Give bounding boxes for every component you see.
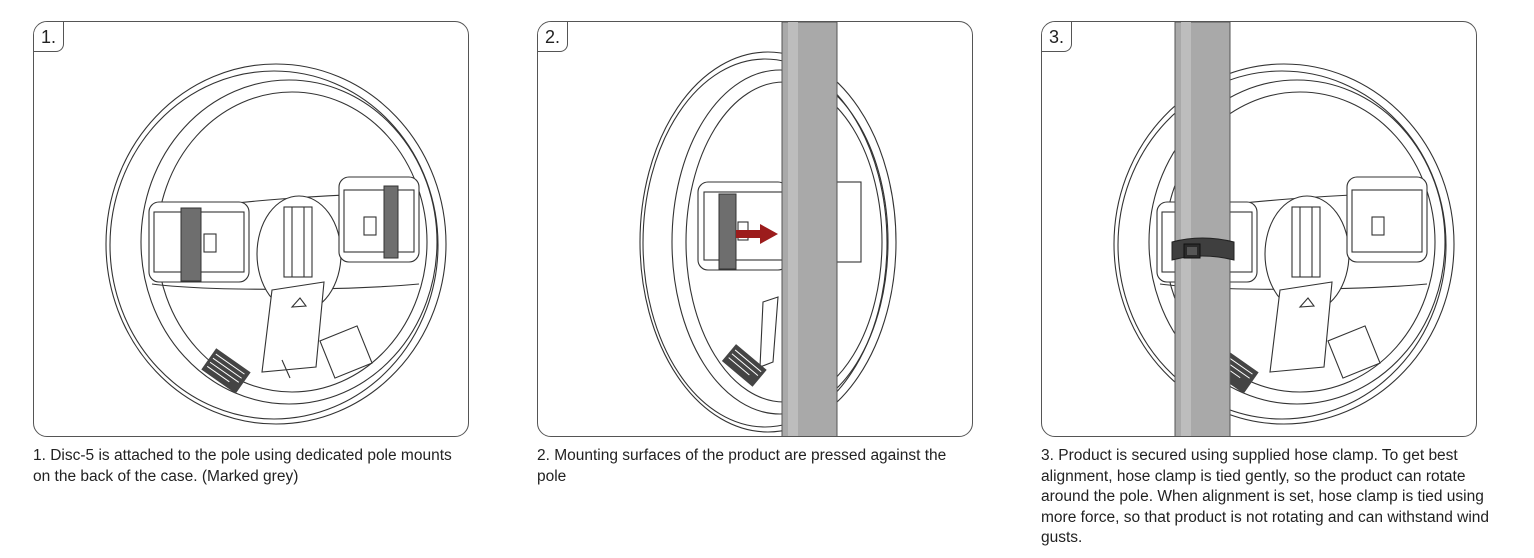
step-2-caption: 2. Mounting surfaces of the product are …	[537, 447, 947, 485]
hose-clamp	[1171, 237, 1235, 261]
step-3-panel: 3.	[1041, 21, 1477, 437]
step-3-illustration	[1113, 22, 1455, 436]
step-3-badge: 3.	[1042, 22, 1072, 52]
press-arrow	[736, 224, 778, 244]
step-1-caption: 1. Disc-5 is attached to the pole using …	[33, 447, 452, 485]
pole-mount-left	[180, 207, 202, 282]
step-1-badge: 1.	[34, 22, 64, 52]
step-2-panel: 2.	[537, 21, 973, 437]
step-2-badge: 2.	[538, 22, 568, 52]
step-1-panel: 1.	[33, 21, 469, 437]
pole-mount-left	[718, 193, 737, 270]
pole-mount-right	[383, 185, 399, 259]
step-3-caption: 3. Product is secured using supplied hos…	[1041, 447, 1490, 546]
step-2-illustration	[639, 22, 897, 436]
step-1-illustration	[105, 63, 447, 425]
